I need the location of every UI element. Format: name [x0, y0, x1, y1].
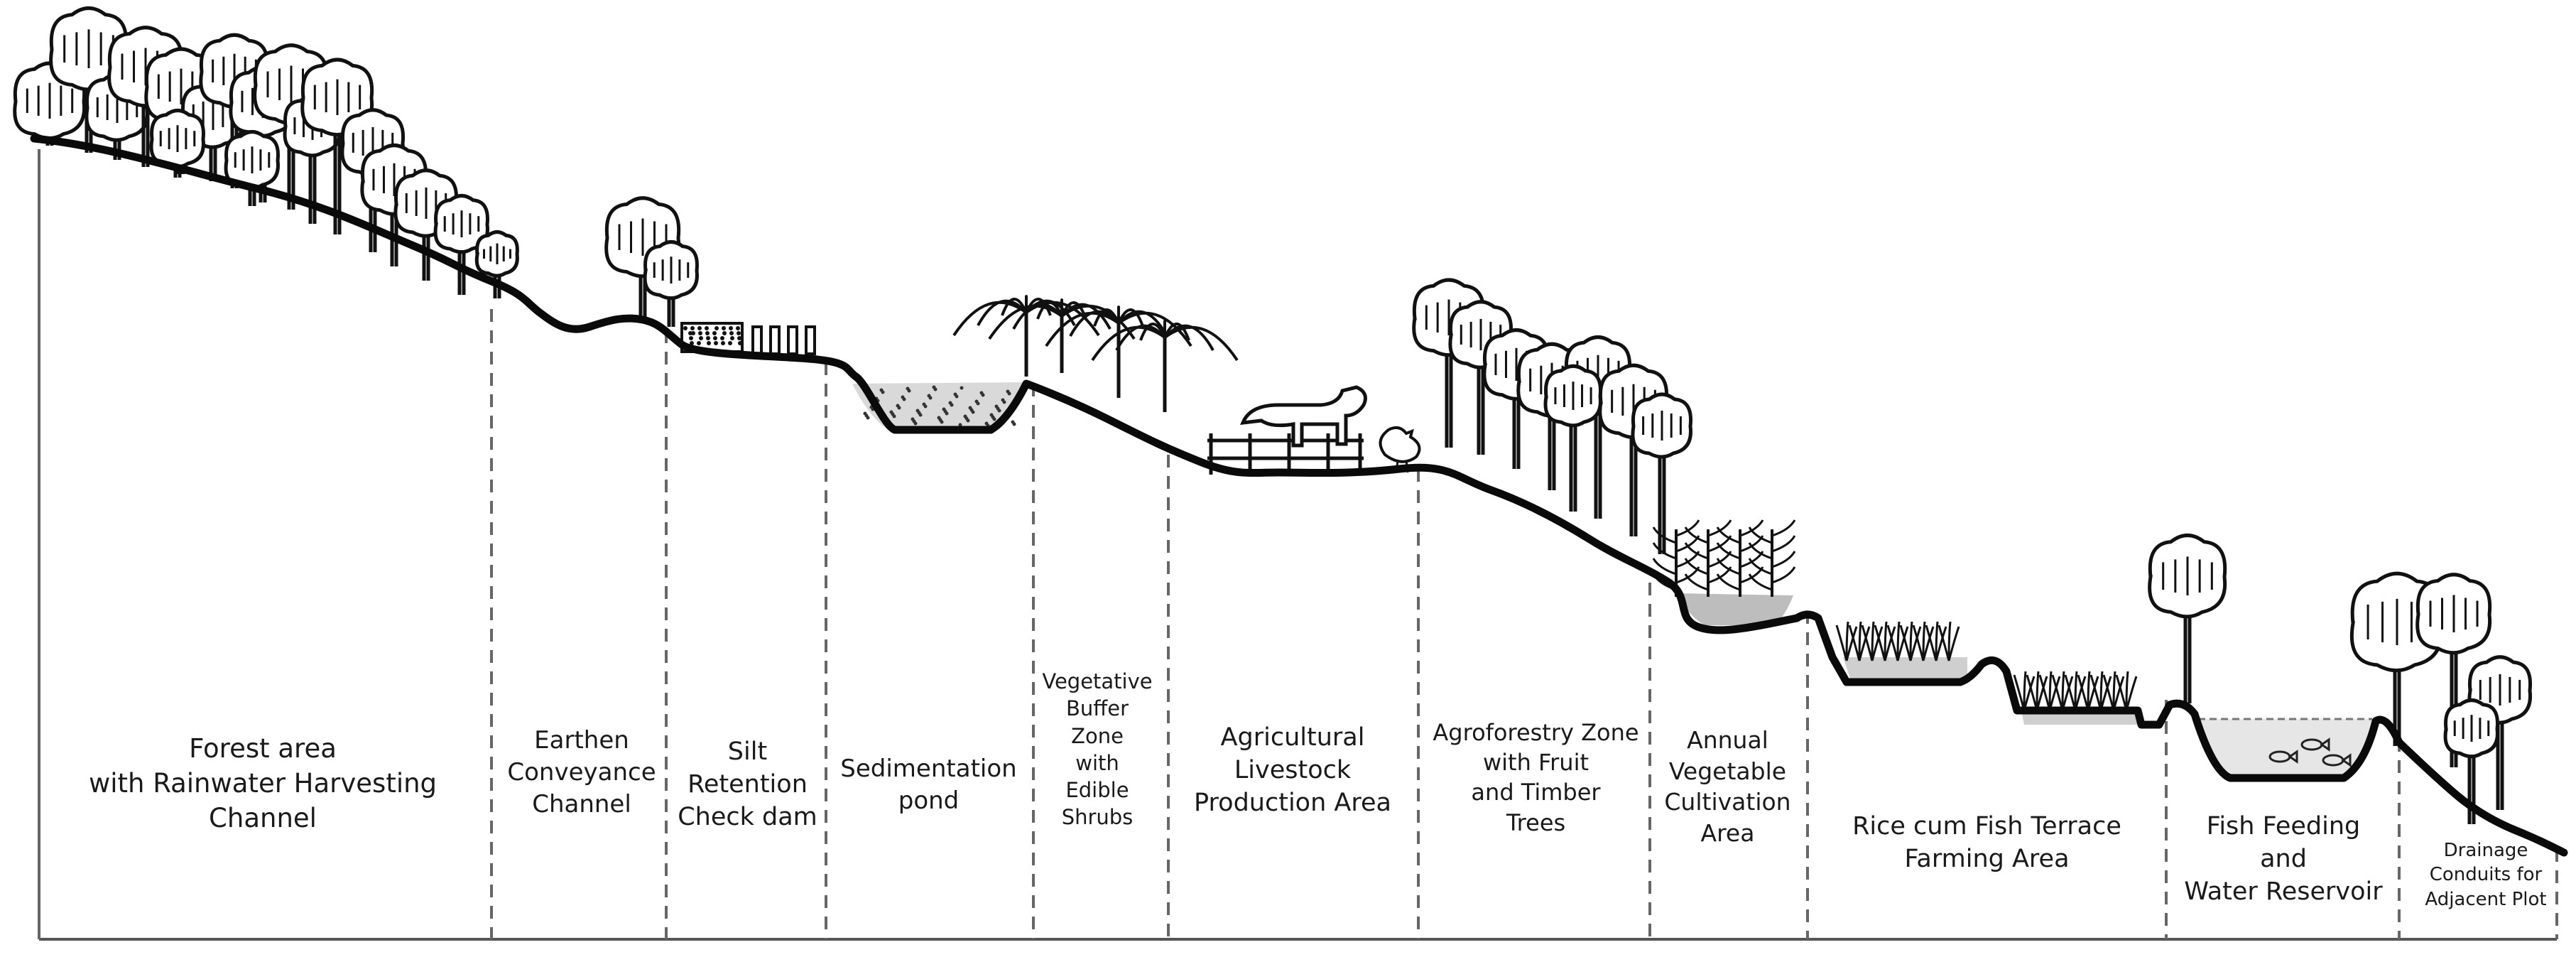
zone-label-drainage: Drainage Conduits for Adjacent Plot: [2425, 840, 2547, 910]
pond-sediment-dot: [942, 407, 946, 411]
pond-sediment-dot: [937, 416, 941, 420]
cow-body: [1240, 385, 1367, 448]
tree-icon: [2148, 534, 2227, 703]
rice-terrace-water-1: [1843, 657, 1967, 679]
pond-sediment-dot: [889, 410, 893, 414]
trees: [13, 6, 2533, 824]
zone-label-rice-fish: Rice cum Fish Terrace Farming Area: [1852, 812, 2121, 874]
pond-sediment-dot: [979, 391, 984, 395]
pond-sediment-dot: [1001, 398, 1005, 402]
zone-label-earthen-channel: Earthen Conveyance Channel: [507, 726, 656, 818]
zone-dividers: [38, 149, 2558, 939]
pond-sediment-dot: [958, 423, 962, 427]
cow-icon: [1207, 385, 1367, 475]
vegetable-plant-icon: [1748, 519, 1796, 597]
pond-sediment-dot: [906, 387, 910, 391]
pond-sediment-dot: [948, 401, 952, 405]
tree-icon: [1631, 392, 1693, 554]
zone-label-agroforestry: Agroforestry Zone with Fruit and Timber …: [1433, 719, 1639, 836]
reservoir-water: [2198, 719, 2372, 776]
tree-icon: [1543, 364, 1603, 512]
zone-label-livestock: Agricultural Livestock Production Area: [1194, 723, 1391, 818]
palm-icon: [1091, 320, 1239, 412]
zone-label-silt-dam: Silt Retention Check dam: [678, 737, 817, 832]
pond-sediment-dot: [989, 413, 994, 417]
pond-sediment-dot: [932, 385, 936, 389]
tree-icon: [643, 240, 699, 327]
zone-label-vegetable: Annual Vegetable Cultivation Area: [1664, 726, 1791, 847]
pond-sediment-dot: [1011, 420, 1015, 424]
zone-label-forest: Forest area with Rainwater Harvesting Ch…: [88, 733, 438, 833]
pond-sediment-dot: [994, 404, 999, 409]
fish-tail: [2320, 737, 2330, 752]
pond-sediment-dot: [974, 399, 979, 404]
rice-plant-icon: [1861, 621, 1884, 661]
pond-sediment-dot: [863, 411, 867, 416]
pond-sediment-dot: [922, 402, 926, 406]
palm-icon: [1045, 306, 1192, 398]
tree-icon: [474, 230, 519, 298]
check-dam-icon: [680, 322, 816, 355]
pond-sediment-dot: [901, 395, 905, 399]
tree-icon: [2443, 698, 2499, 824]
pond-sediment-dot: [927, 394, 931, 398]
zone-label-vegetative-buffer: Vegetative Buffer Zone with Edible Shrub…: [1042, 669, 1153, 830]
sedimentation-pond-water: [852, 382, 1023, 432]
rice-plant-icon: [1874, 621, 1896, 661]
crops-and-shrubs: [680, 295, 2138, 711]
livestock: [1207, 385, 1421, 475]
fish-tail: [2341, 753, 2352, 767]
rice-plant-icon: [1899, 621, 1922, 661]
rice-plant-icon: [1848, 621, 1871, 661]
pond-sediment-dot: [911, 417, 915, 421]
pond-sediment-dot: [953, 392, 957, 396]
terrain-line: [30, 134, 2568, 857]
pond-sediment-dot: [963, 414, 967, 418]
pond-sediment-dot: [896, 404, 900, 408]
pond-sediment-dot: [879, 388, 884, 392]
rice-plant-icon: [1912, 621, 1935, 661]
pond-sediment-dot: [1006, 389, 1010, 394]
rice-plant-icon: [1886, 621, 1909, 661]
pond-sediment-dot: [984, 421, 989, 426]
rice-plant-icon: [1835, 621, 1858, 661]
tree-icon: [433, 194, 489, 295]
pond-sediment-dot: [968, 406, 972, 410]
zone-label-sedimentation-pond: Sedimentation pond: [840, 755, 1017, 815]
pond-sediment-dot: [960, 386, 964, 390]
vegetable-plot-bed: [1678, 593, 1793, 625]
zone-label-fish-reservoir: Fish Feeding and Water Reservoir: [2184, 812, 2383, 907]
fish-tail: [2288, 750, 2298, 764]
rice-plant-icon: [1925, 621, 1947, 661]
rice-plant-icon: [1938, 621, 1960, 661]
terrain-profile: [30, 134, 2568, 857]
pond-sediment-dot: [915, 409, 920, 413]
